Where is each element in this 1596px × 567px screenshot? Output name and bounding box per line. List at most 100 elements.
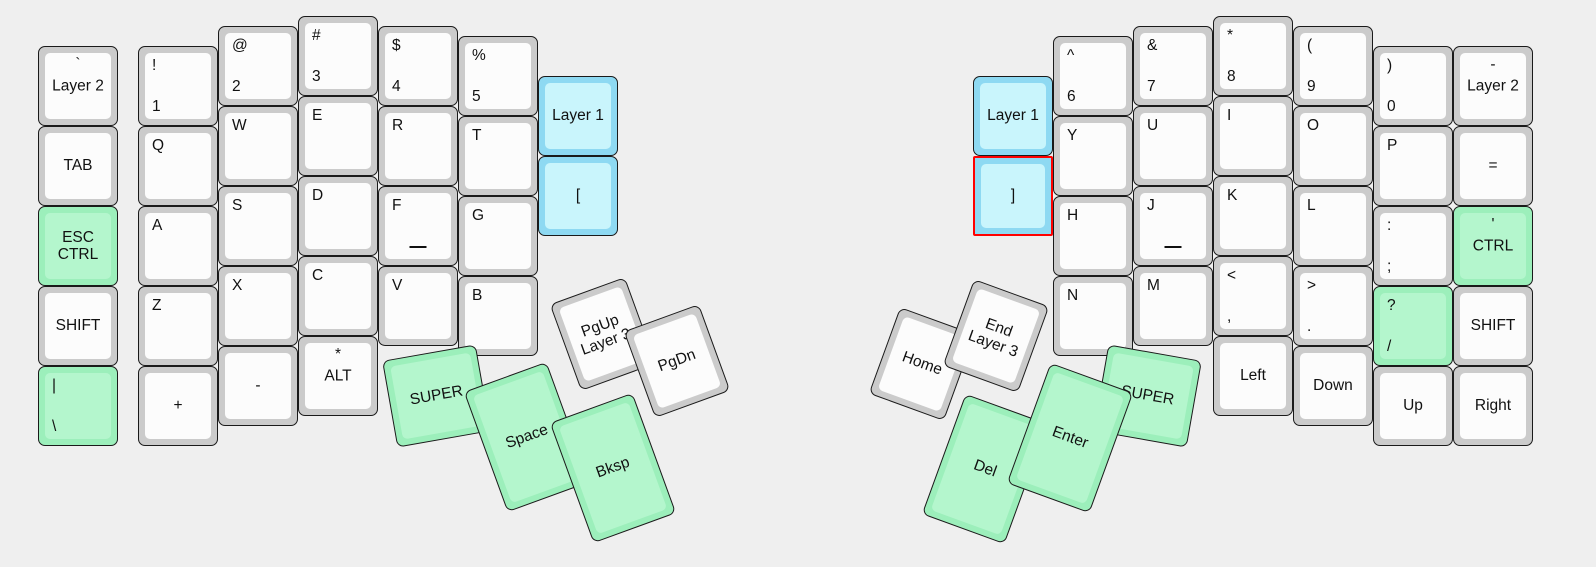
key-h[interactable]: H xyxy=(1053,196,1133,276)
key-quote-ctrl[interactable]: 'CTRL xyxy=(1453,206,1533,286)
keycap: Bksp xyxy=(558,401,668,535)
key-legend: N xyxy=(1067,287,1079,304)
key-legend-main: ; xyxy=(1387,257,1392,275)
key-shift-left[interactable]: SHIFT xyxy=(38,286,118,366)
key-a[interactable]: A xyxy=(138,206,218,286)
key-l[interactable]: L xyxy=(1293,186,1373,266)
key-layer2-minus[interactable]: -Layer 2 xyxy=(1453,46,1533,126)
key-comma[interactable]: <, xyxy=(1213,256,1293,336)
key-k[interactable]: K xyxy=(1213,176,1293,256)
key-pipe-backslash[interactable]: |\ xyxy=(38,366,118,446)
keycap: $4 xyxy=(385,33,451,99)
key-enter[interactable]: Enter xyxy=(1006,362,1134,514)
key-b[interactable]: B xyxy=(458,276,538,356)
keycap: !1 xyxy=(145,53,211,119)
key-9[interactable]: (9 xyxy=(1293,26,1373,106)
key-legend-main: Layer 2 xyxy=(52,77,104,95)
key-v[interactable]: V xyxy=(378,266,458,346)
keycap: M xyxy=(1140,273,1206,339)
key-4[interactable]: $4 xyxy=(378,26,458,106)
key-8[interactable]: *8 xyxy=(1213,16,1293,96)
key-question-slash[interactable]: ?/ xyxy=(1373,286,1453,366)
key-n[interactable]: N xyxy=(1053,276,1133,356)
key-r[interactable]: R xyxy=(378,106,458,186)
key-m[interactable]: M xyxy=(1133,266,1213,346)
key-o[interactable]: O xyxy=(1293,106,1373,186)
key-x[interactable]: X xyxy=(218,266,298,346)
key-minus[interactable]: - xyxy=(218,346,298,426)
key-legend: B xyxy=(472,287,483,304)
key-legend: Y xyxy=(1067,127,1078,144)
keycap: Up xyxy=(1380,373,1446,439)
key-q[interactable]: Q xyxy=(138,126,218,206)
key-tab[interactable]: TAB xyxy=(38,126,118,206)
key-s[interactable]: S xyxy=(218,186,298,266)
key-up[interactable]: Up xyxy=(1373,366,1453,446)
key-right[interactable]: Right xyxy=(1453,366,1533,446)
keycap: P xyxy=(1380,133,1446,199)
key-left[interactable]: Left xyxy=(1213,336,1293,416)
keycap: I xyxy=(1220,103,1286,169)
key-bracket-right[interactable]: ] xyxy=(973,156,1053,236)
key-alt[interactable]: *ALT xyxy=(298,336,378,416)
keycap: Layer 1 xyxy=(980,83,1046,149)
key-legend: - xyxy=(255,377,261,395)
keycap: ?/ xyxy=(1380,293,1446,359)
key-p[interactable]: P xyxy=(1373,126,1453,206)
keycap: N xyxy=(1060,283,1126,349)
keycap: + xyxy=(145,373,211,439)
key-7[interactable]: &7 xyxy=(1133,26,1213,106)
keycap: B xyxy=(465,283,531,349)
key-legend: G xyxy=(472,207,485,224)
key-equals[interactable]: = xyxy=(1453,126,1533,206)
key-legend: Bksp xyxy=(593,453,633,482)
key-6[interactable]: ^6 xyxy=(1053,36,1133,116)
key-5[interactable]: %5 xyxy=(458,36,538,116)
key-layer1-right[interactable]: Layer 1 xyxy=(973,76,1053,156)
key-colon-semi[interactable]: :; xyxy=(1373,206,1453,286)
key-layer2-grave[interactable]: `Layer 2 xyxy=(38,46,118,126)
key-legend: R xyxy=(392,117,404,134)
key-layer1-left[interactable]: Layer 1 xyxy=(538,76,618,156)
key-w[interactable]: W xyxy=(218,106,298,186)
key-plus[interactable]: + xyxy=(138,366,218,446)
key-0[interactable]: )0 xyxy=(1373,46,1453,126)
keycap: F xyxy=(385,193,451,259)
key-shift-right[interactable]: SHIFT xyxy=(1453,286,1533,366)
key-i[interactable]: I xyxy=(1213,96,1293,176)
key-legend: D xyxy=(312,187,324,204)
key-c[interactable]: C xyxy=(298,256,378,336)
key-bracket-left[interactable]: [ xyxy=(538,156,618,236)
keycap: H xyxy=(1060,203,1126,269)
key-e[interactable]: E xyxy=(298,96,378,176)
key-period[interactable]: >. xyxy=(1293,266,1373,346)
key-t[interactable]: T xyxy=(458,116,538,196)
key-legend-shifted: & xyxy=(1147,37,1158,54)
keycap: *8 xyxy=(1220,23,1286,89)
key-u[interactable]: U xyxy=(1133,106,1213,186)
key-y[interactable]: Y xyxy=(1053,116,1133,196)
key-legend: T xyxy=(472,127,482,144)
key-3[interactable]: #3 xyxy=(298,16,378,96)
keycap: Y xyxy=(1060,123,1126,189)
key-legend-main: 0 xyxy=(1387,97,1396,115)
key-legend-shifted: ' xyxy=(1491,216,1495,233)
key-g[interactable]: G xyxy=(458,196,538,276)
key-legend-main: . xyxy=(1307,317,1312,335)
key-down[interactable]: Down xyxy=(1293,346,1373,426)
key-1[interactable]: !1 xyxy=(138,46,218,126)
keycap: G xyxy=(465,203,531,269)
key-legend-shifted: ? xyxy=(1387,297,1396,314)
key-legend: E xyxy=(312,107,323,124)
keycap: )0 xyxy=(1380,53,1446,119)
key-f[interactable]: F xyxy=(378,186,458,266)
keycap: %5 xyxy=(465,43,531,109)
keycap: :; xyxy=(1380,213,1446,279)
key-j[interactable]: J xyxy=(1133,186,1213,266)
key-d[interactable]: D xyxy=(298,176,378,256)
key-2[interactable]: @2 xyxy=(218,26,298,106)
key-z[interactable]: Z xyxy=(138,286,218,366)
